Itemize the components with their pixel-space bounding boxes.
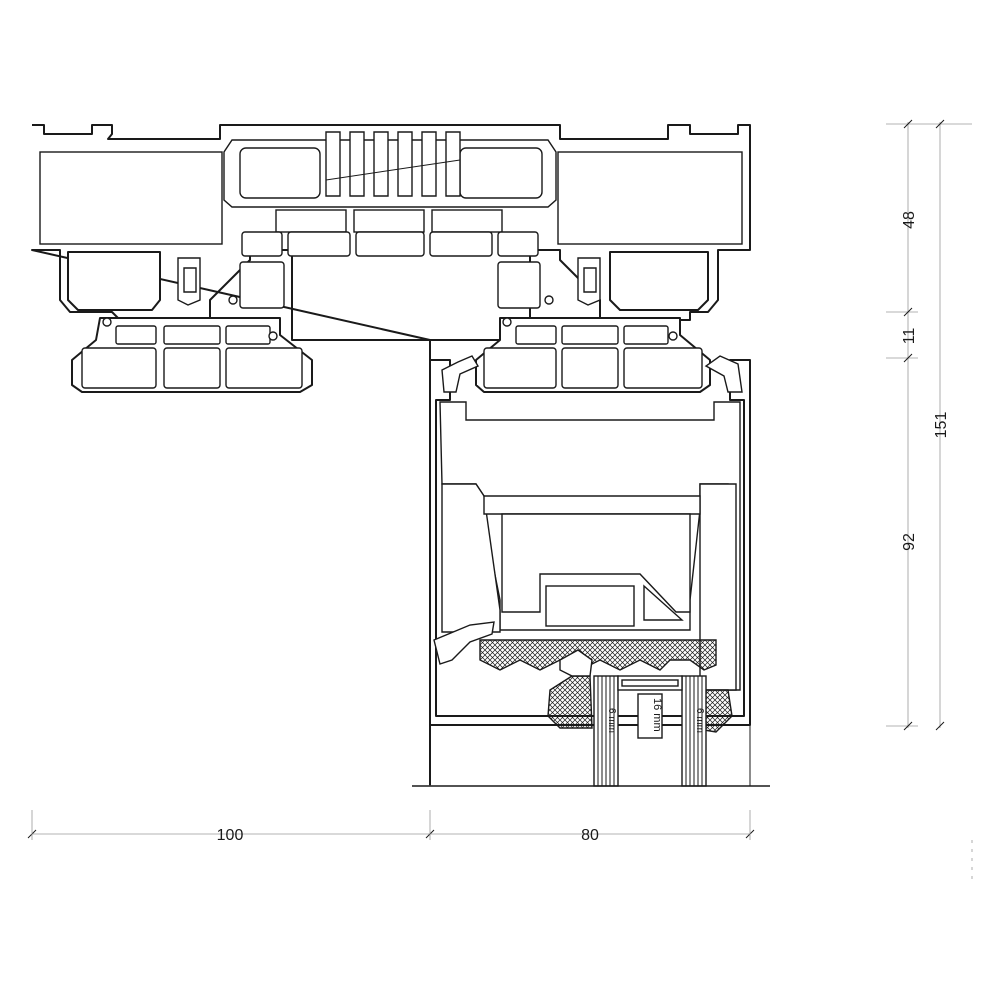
chamber: [355, 231, 425, 257]
chamber: [287, 231, 351, 257]
chamber: [275, 209, 347, 233]
glass-right-label: 6 mm: [694, 708, 705, 733]
chamber: [241, 231, 283, 257]
glass-unit: 6 mm 16 mm 6 mm: [593, 675, 707, 787]
chamber: [239, 147, 321, 199]
glazing-sash: [429, 355, 751, 733]
chamber: [429, 231, 493, 257]
glazing-gasket-strip: [479, 639, 717, 671]
chamber: [545, 585, 635, 627]
left-upper-sash: [67, 251, 711, 393]
chamber: [353, 209, 425, 233]
dim-48-label: 48: [901, 211, 918, 229]
gasket-left-top: [441, 355, 480, 393]
vertical-dimension-total: 151: [933, 119, 950, 731]
locking-hardware: [102, 257, 678, 341]
chamber: [239, 261, 285, 309]
glass-gap-label: 16 mm: [651, 698, 663, 732]
dim-11-label: 11: [901, 328, 918, 345]
chamber: [497, 261, 541, 309]
frame-profile: [31, 124, 751, 785]
gap-label-box: [637, 693, 663, 739]
dim-151-label: 151: [933, 412, 950, 439]
chamber: [497, 231, 539, 257]
chamber: [557, 151, 743, 245]
dim-100-label: 100: [217, 827, 244, 844]
chamber: [39, 151, 223, 245]
gasket-right-top: [704, 355, 743, 393]
vertical-dimension-inner: 48 11 92: [886, 119, 972, 731]
glazing-gasket-left: [547, 675, 593, 729]
chamber: [459, 147, 543, 199]
glass-left-label: 6 mm: [606, 708, 617, 733]
horizontal-dimension: 100 80: [27, 810, 755, 844]
chamber: [431, 209, 503, 233]
gasket-left-lip: [433, 621, 495, 665]
dim-92-label: 92: [901, 533, 918, 551]
dim-80-label: 80: [581, 827, 599, 844]
reinforcement-slots: [325, 131, 461, 197]
